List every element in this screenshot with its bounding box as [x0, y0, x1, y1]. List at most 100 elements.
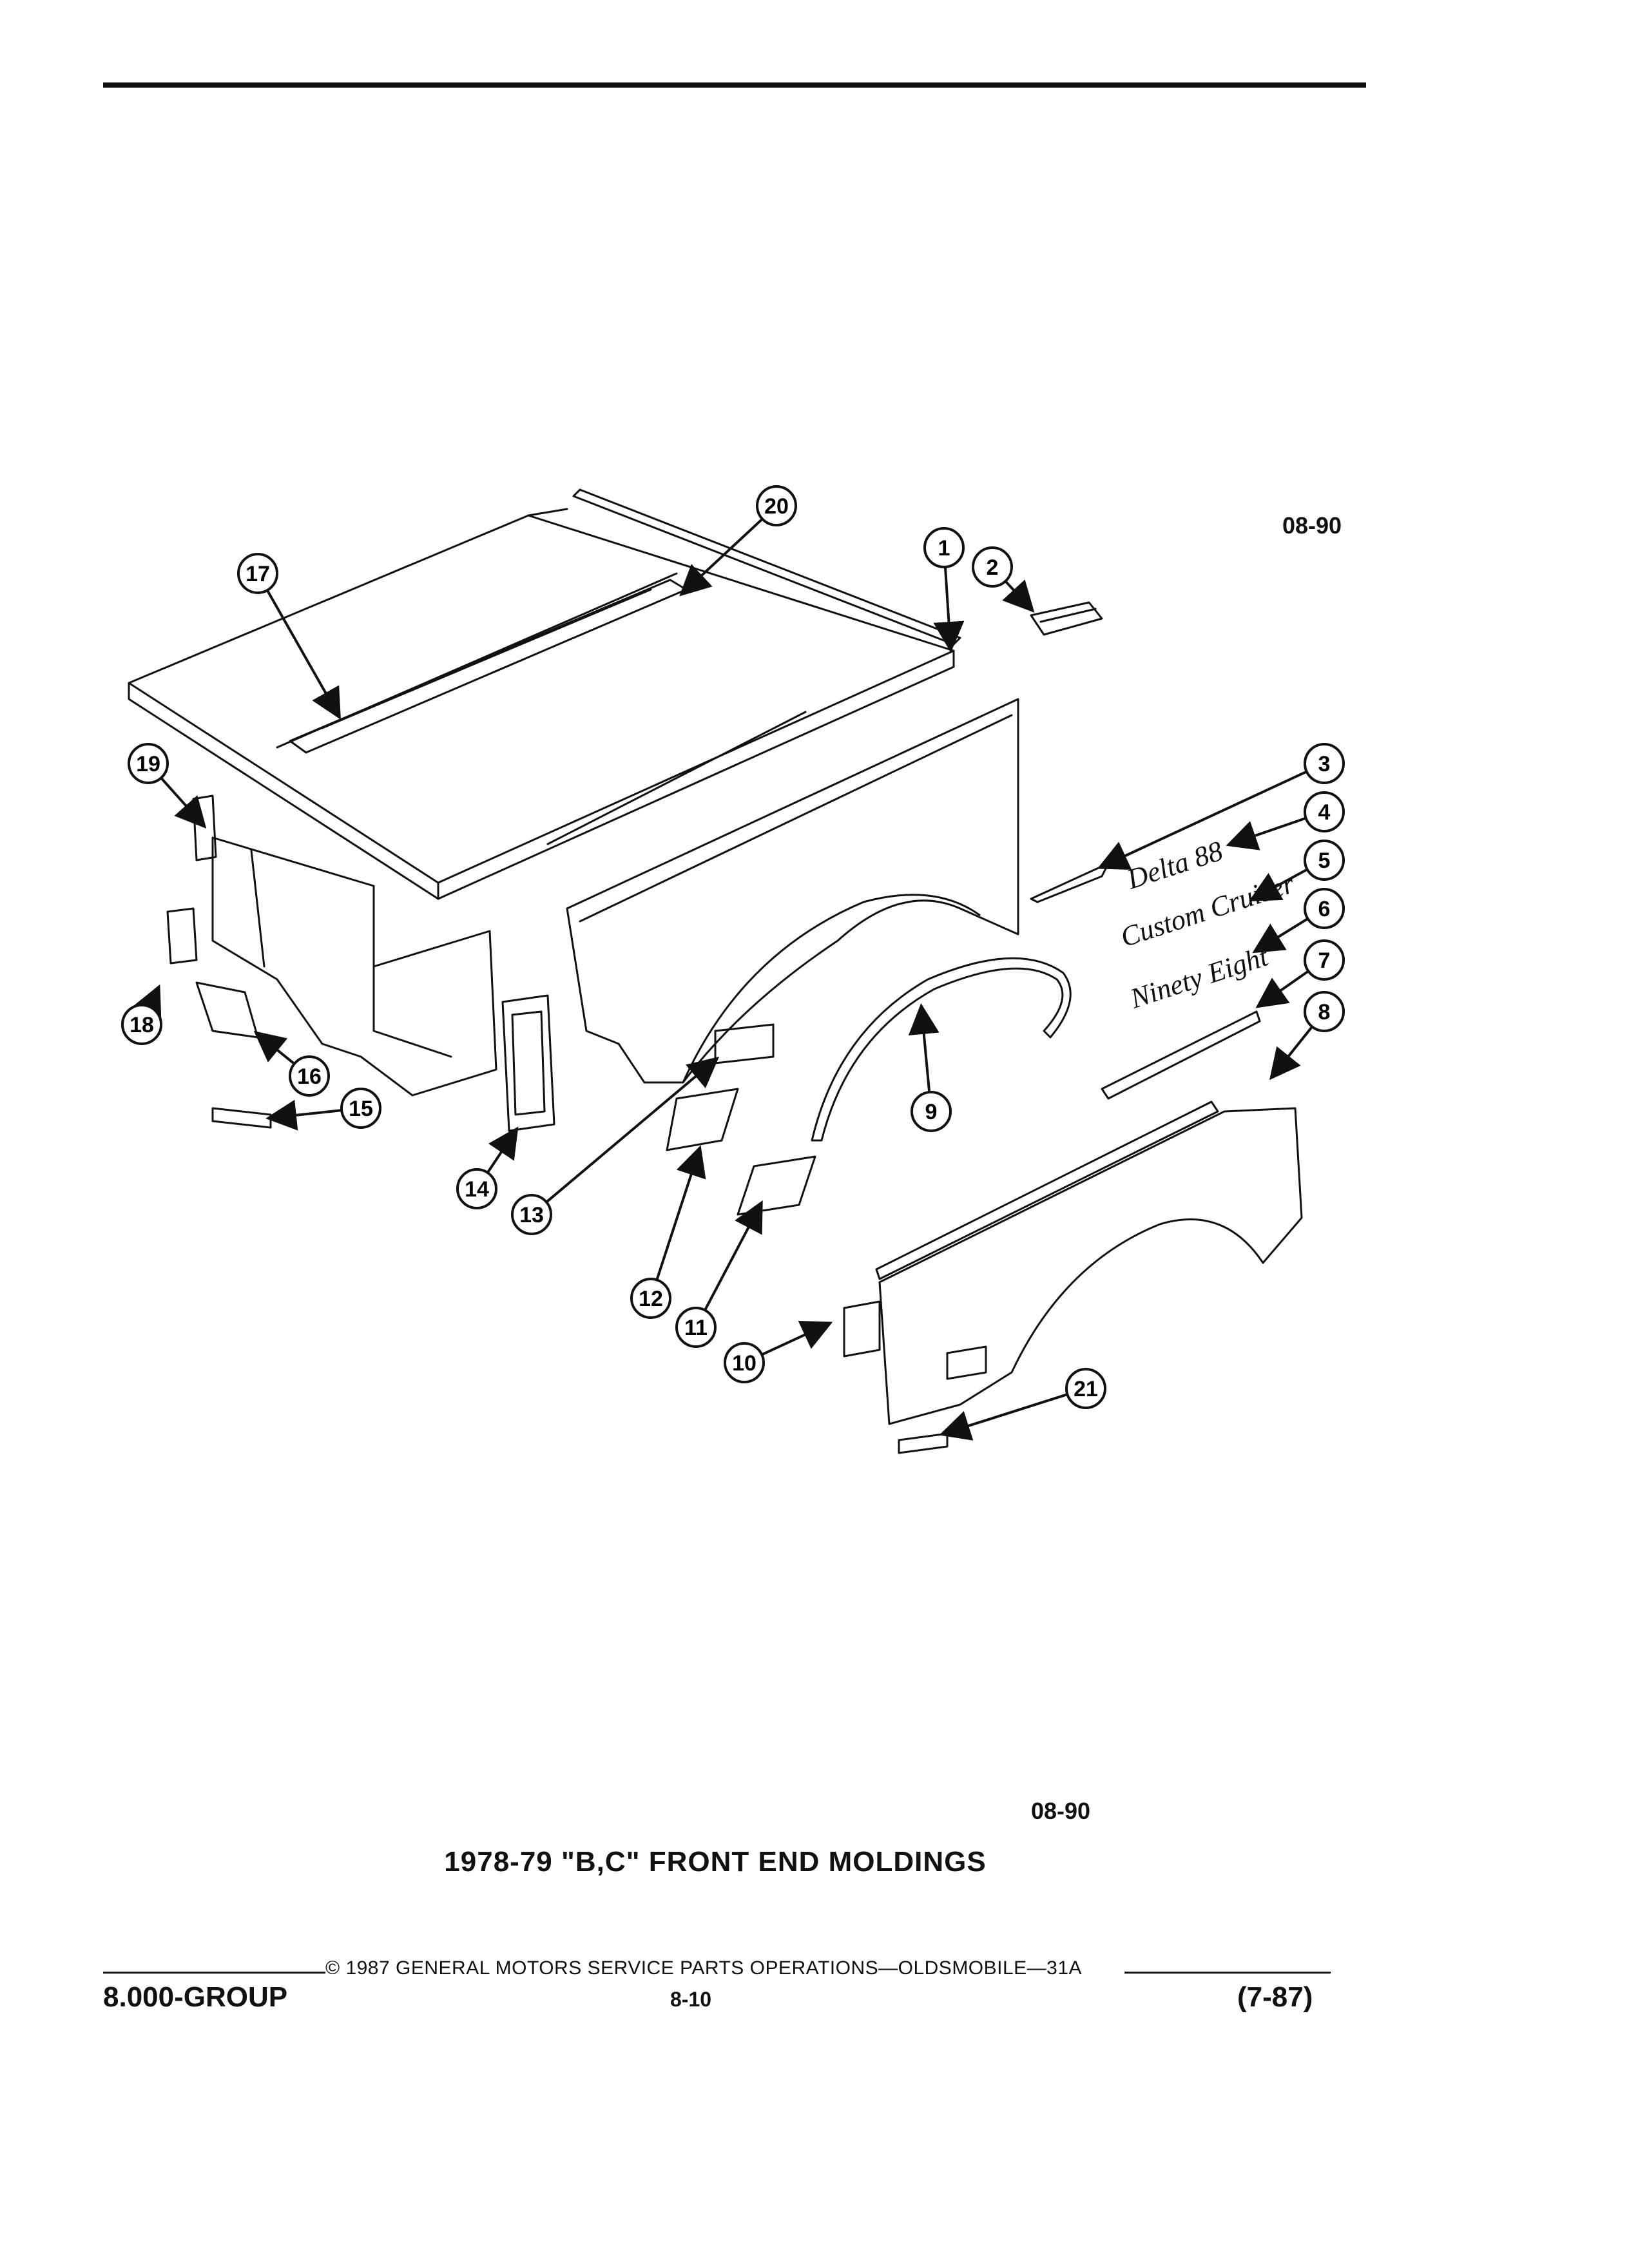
callout-circle: [1304, 791, 1345, 832]
callout-number: 12: [639, 1287, 663, 1311]
callout-circle: [340, 1088, 381, 1129]
leader-line: [1097, 770, 1307, 870]
leader-line: [266, 590, 341, 720]
page-number: 8-10: [670, 1988, 712, 2011]
leader-line: [1269, 1026, 1313, 1081]
callout-18: 18: [121, 984, 162, 1045]
callout-13: 13: [511, 1056, 720, 1235]
callout-1: 1: [923, 527, 965, 653]
leader-line: [761, 1320, 833, 1356]
leader-line: [1255, 970, 1309, 1008]
leader-line: [939, 1393, 1068, 1441]
callout-circle: [1304, 840, 1345, 881]
lower-fender: [843, 1107, 1303, 1425]
leader-line: [1002, 579, 1035, 613]
body-side-molding-upper: [1101, 1010, 1261, 1100]
callout-number: 17: [246, 562, 270, 586]
leader-line: [486, 1126, 519, 1174]
callout-circle: [923, 527, 965, 568]
revision-date: (7-87): [1237, 1981, 1313, 2013]
grille-clip: [211, 1107, 272, 1129]
callout-6: 6: [1252, 888, 1345, 954]
callout-number: 9: [925, 1100, 938, 1124]
leader-line: [253, 1030, 295, 1065]
body-side-molding-lower: [875, 1100, 1219, 1280]
callout-17: 17: [237, 553, 341, 720]
callout-circle: [756, 485, 797, 526]
callout-circle: [121, 1004, 162, 1045]
reference-code-bottom: 08-90: [1031, 1798, 1091, 1824]
callout-circle: [128, 743, 169, 784]
leader-line: [545, 1056, 720, 1204]
callout-circle: [911, 1091, 952, 1132]
top-rule: [103, 82, 1366, 88]
leader-line: [655, 1145, 706, 1281]
callout-circle: [972, 546, 1013, 588]
callout-number: 19: [136, 752, 160, 776]
group-number: 8.000-GROUP: [103, 1981, 288, 2013]
nameplate-delta-88: Delta 88: [1123, 835, 1226, 896]
callout-14: 14: [456, 1126, 519, 1209]
callout-20: 20: [679, 485, 797, 597]
callout-number: 10: [732, 1351, 757, 1376]
rocker-molding-end: [898, 1432, 949, 1454]
callout-number: 5: [1318, 849, 1331, 873]
side-marker-reflector: [737, 1155, 816, 1216]
callout-15: 15: [265, 1088, 381, 1131]
callout-number: 1: [938, 536, 950, 561]
callout-8: 8: [1269, 991, 1345, 1081]
callout-19: 19: [128, 743, 207, 829]
leader-line: [160, 777, 207, 829]
callout-circle: [237, 553, 278, 594]
leader-line: [1252, 918, 1309, 954]
callout-number: 8: [1318, 1000, 1331, 1024]
leader-line: [704, 1200, 763, 1311]
callout-12: 12: [630, 1145, 706, 1319]
callout-number: 14: [465, 1177, 489, 1202]
headlamp-bezel: [501, 994, 555, 1132]
callout-circle: [1304, 939, 1345, 981]
leader-line: [133, 984, 162, 1019]
copyright-notice: © 1987 GENERAL MOTORS SERVICE PARTS OPER…: [325, 1957, 1083, 1979]
callout-number: 21: [1074, 1377, 1098, 1401]
hood-ornament: [1030, 601, 1103, 636]
callout-number: 16: [297, 1064, 322, 1089]
callout-circle: [724, 1342, 765, 1383]
callout-number: 20: [764, 494, 789, 519]
leader-line: [1226, 816, 1307, 850]
callout-number: 18: [130, 1013, 154, 1037]
callout-circle: [1065, 1368, 1106, 1409]
callout-3: 3: [1097, 743, 1345, 870]
leader-line: [908, 1003, 940, 1093]
callout-16: 16: [253, 1030, 330, 1097]
callout-number: 7: [1318, 948, 1331, 973]
front-fender: [566, 698, 1019, 1084]
leader-line: [265, 1099, 342, 1131]
footer-rule-right: [1124, 1972, 1331, 1974]
callout-number: 6: [1318, 897, 1331, 921]
callout-2: 2: [972, 546, 1035, 613]
callout-circle: [1304, 743, 1345, 784]
reference-code-top: 08-90: [1282, 512, 1342, 539]
callout-number: 3: [1318, 752, 1331, 776]
callout-9: 9: [908, 1003, 952, 1132]
callout-5: 5: [1248, 840, 1345, 901]
nameplate-ninety-eight: Ninety Eight: [1126, 940, 1273, 1015]
callout-circle: [289, 1055, 330, 1097]
fender-extension-molding: [1030, 862, 1110, 903]
callout-circle: [456, 1168, 497, 1209]
callout-circle: [511, 1194, 552, 1235]
footer-rule-left: [103, 1972, 325, 1974]
diagram-title: 1978-79 "B,C" FRONT END MOLDINGS: [444, 1846, 987, 1878]
leader-line: [1248, 868, 1308, 901]
callout-circle: [630, 1278, 671, 1319]
park-lamp-housing: [166, 907, 198, 965]
callout-10: 10: [724, 1320, 833, 1383]
callout-circle: [675, 1307, 717, 1348]
callout-21: 21: [939, 1368, 1106, 1441]
callout-7: 7: [1255, 939, 1345, 1008]
callout-number: 2: [987, 555, 999, 580]
callout-number: 15: [349, 1097, 373, 1121]
callout-circle: [1304, 888, 1345, 929]
